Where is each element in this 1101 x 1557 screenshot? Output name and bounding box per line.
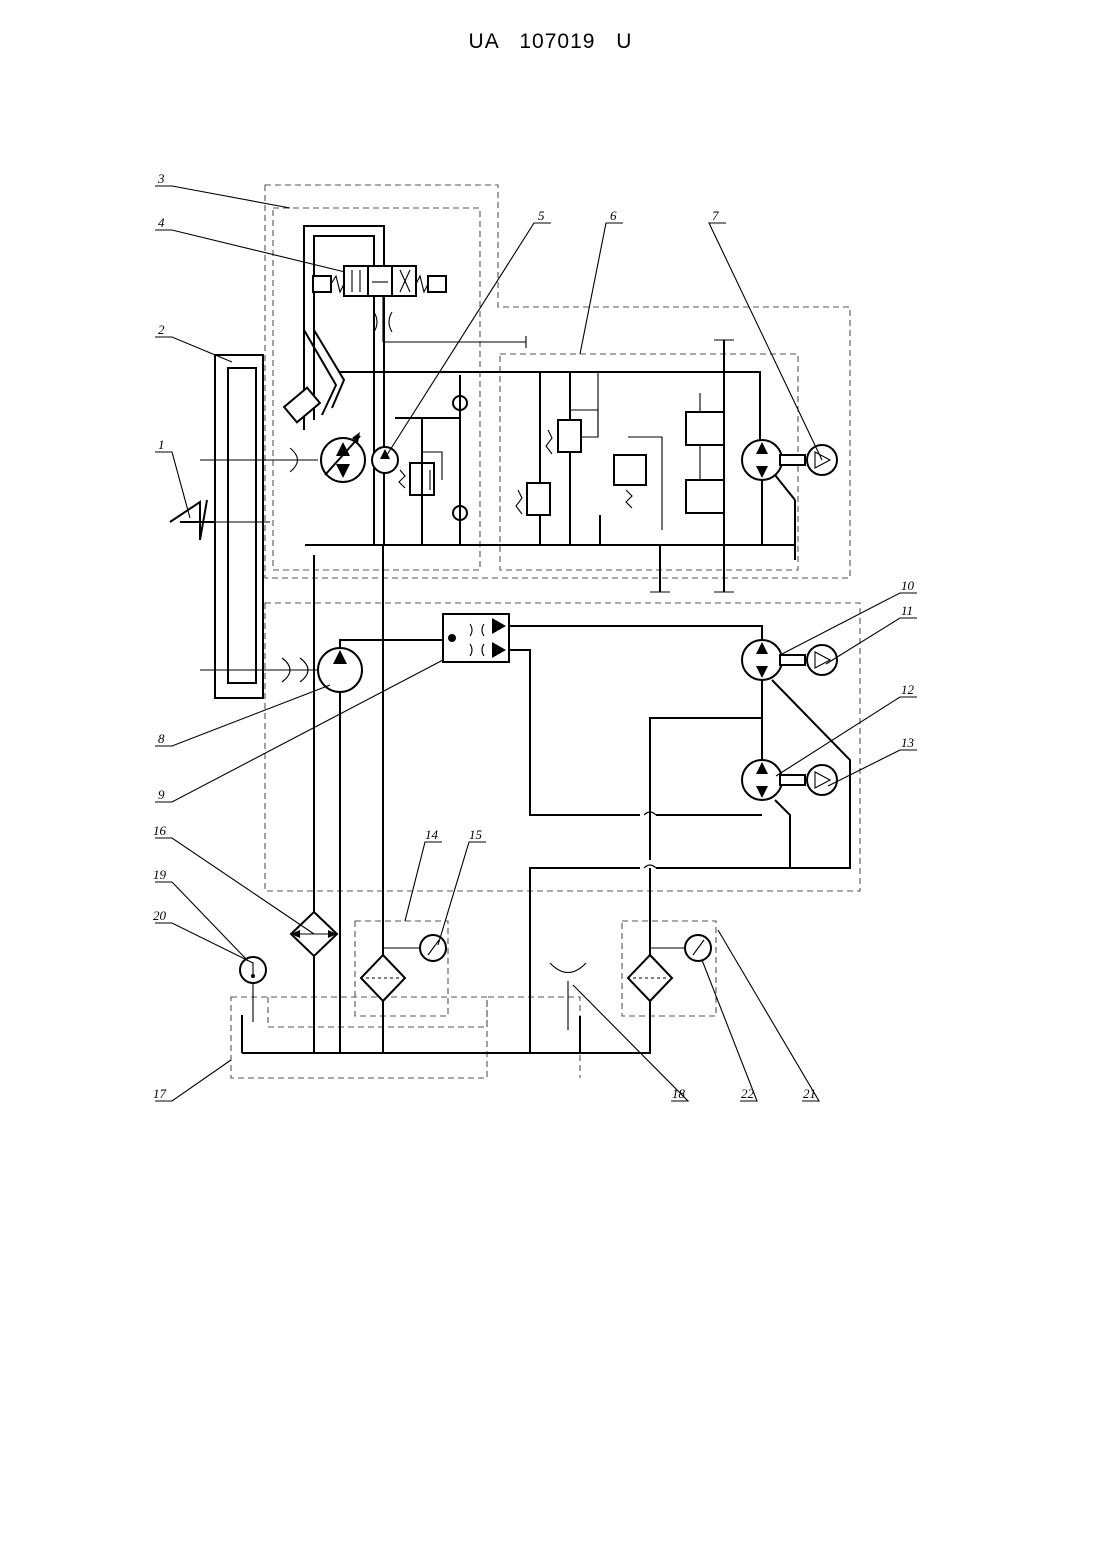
callout-16: 16 — [153, 823, 167, 838]
callout-14: 14 — [425, 827, 439, 842]
middle-block — [282, 614, 850, 1053]
callout-15: 15 — [469, 827, 483, 842]
lower-units — [240, 912, 711, 1030]
pressure-valve-c — [614, 455, 646, 485]
callout-22: 22 — [741, 1086, 755, 1101]
callout-5: 5 — [538, 208, 545, 223]
callout-8: 8 — [158, 731, 165, 746]
callout-labels: 3 4 2 1 5 6 7 8 9 10 11 12 13 14 15 16 1… — [153, 171, 915, 1101]
callout-1: 1 — [158, 437, 165, 452]
callout-12: 12 — [901, 682, 915, 697]
pressure-valve-a — [527, 483, 550, 515]
callout-11: 11 — [901, 603, 913, 618]
unit-3-pump-and-valve — [284, 226, 526, 545]
leader-lines — [155, 186, 917, 1101]
callout-21: 21 — [803, 1086, 816, 1101]
callout-3: 3 — [157, 171, 165, 186]
callout-17: 17 — [153, 1086, 167, 1101]
callout-7: 7 — [712, 208, 719, 223]
fan-13 — [807, 765, 837, 795]
pressure-valve-e — [686, 480, 724, 513]
callout-19: 19 — [153, 867, 167, 882]
callout-10: 10 — [901, 578, 915, 593]
callout-6: 6 — [610, 208, 617, 223]
callout-4: 4 — [158, 215, 165, 230]
pressure-valve-d — [686, 412, 724, 445]
directional-valve-4 — [313, 266, 446, 296]
callout-20: 20 — [153, 908, 167, 923]
boundary-tank-17 — [231, 997, 487, 1078]
callout-13: 13 — [901, 735, 915, 750]
callout-2: 2 — [158, 322, 165, 337]
callout-18: 18 — [672, 1086, 686, 1101]
flywheel-inner — [228, 368, 256, 683]
pressure-valve-b — [558, 420, 581, 452]
drive-input-spring-icon — [170, 500, 207, 540]
breather-18 — [550, 963, 586, 973]
callout-9: 9 — [158, 787, 165, 802]
